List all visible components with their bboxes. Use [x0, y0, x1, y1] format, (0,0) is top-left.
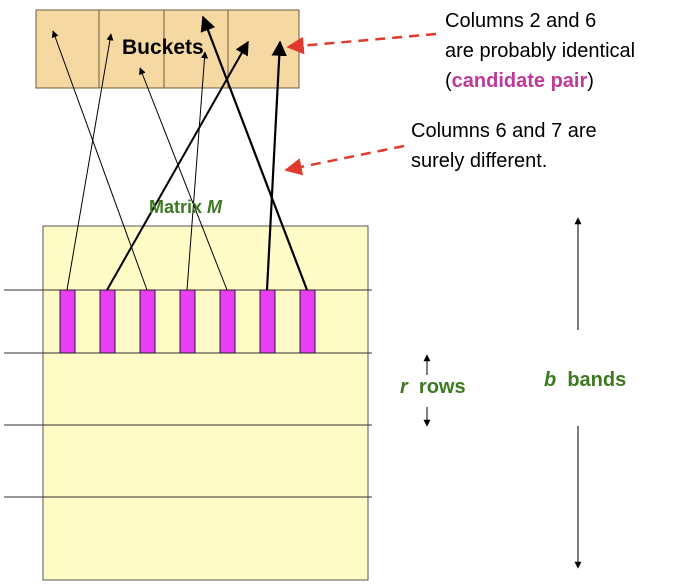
band-column	[299, 289, 316, 354]
matrix-label-prefix: Matrix	[149, 197, 208, 217]
hash-arrows	[51, 15, 309, 291]
hash-arrow	[186, 51, 209, 291]
band-columns	[59, 289, 316, 354]
buckets-box	[35, 9, 300, 89]
bands-var: b	[544, 369, 557, 391]
hash-arrow	[66, 33, 114, 291]
identical-line-2: are probably identical	[445, 40, 636, 62]
paren-close: )	[587, 70, 594, 92]
rows-var: r	[400, 376, 408, 398]
hash-arrow-column-2	[106, 40, 249, 291]
bands-label: b bands	[544, 369, 626, 392]
identical-line-1: Columns 2 and 6	[445, 10, 597, 32]
identical-line-3: (candidate pair)	[445, 66, 635, 96]
matrix-label: Matrix M	[149, 197, 222, 218]
hash-arrow-column-7	[200, 15, 309, 291]
band-column	[179, 289, 196, 354]
buckets-label: Buckets	[122, 36, 204, 59]
band-column	[139, 289, 156, 354]
bands-word: bands	[567, 369, 627, 391]
different-columns-pointer	[284, 144, 405, 176]
buckets-outline	[35, 9, 300, 89]
hash-arrow	[139, 67, 228, 291]
band-column	[59, 289, 76, 354]
band-column	[259, 289, 276, 354]
band-column	[99, 289, 116, 354]
rows-word: rows	[418, 376, 466, 398]
different-annotation: Columns 6 and 7 are surely different.	[411, 116, 597, 176]
identical-annotation: Columns 2 and 6 are probably identical (…	[445, 6, 635, 96]
band-column	[219, 289, 236, 354]
hash-arrow	[51, 30, 148, 291]
candidate-pair-pointer	[286, 32, 437, 55]
different-line-1: Columns 6 and 7 are	[411, 120, 597, 142]
rows-label: r rows	[400, 376, 466, 399]
different-line-2: surely different.	[411, 150, 548, 172]
candidate-pair-highlight: candidate pair	[451, 70, 588, 92]
matrix-label-var: M	[207, 197, 223, 217]
paren-open: (	[445, 70, 452, 92]
hash-arrow-column-6	[265, 40, 287, 291]
matrix-box	[42, 225, 369, 581]
